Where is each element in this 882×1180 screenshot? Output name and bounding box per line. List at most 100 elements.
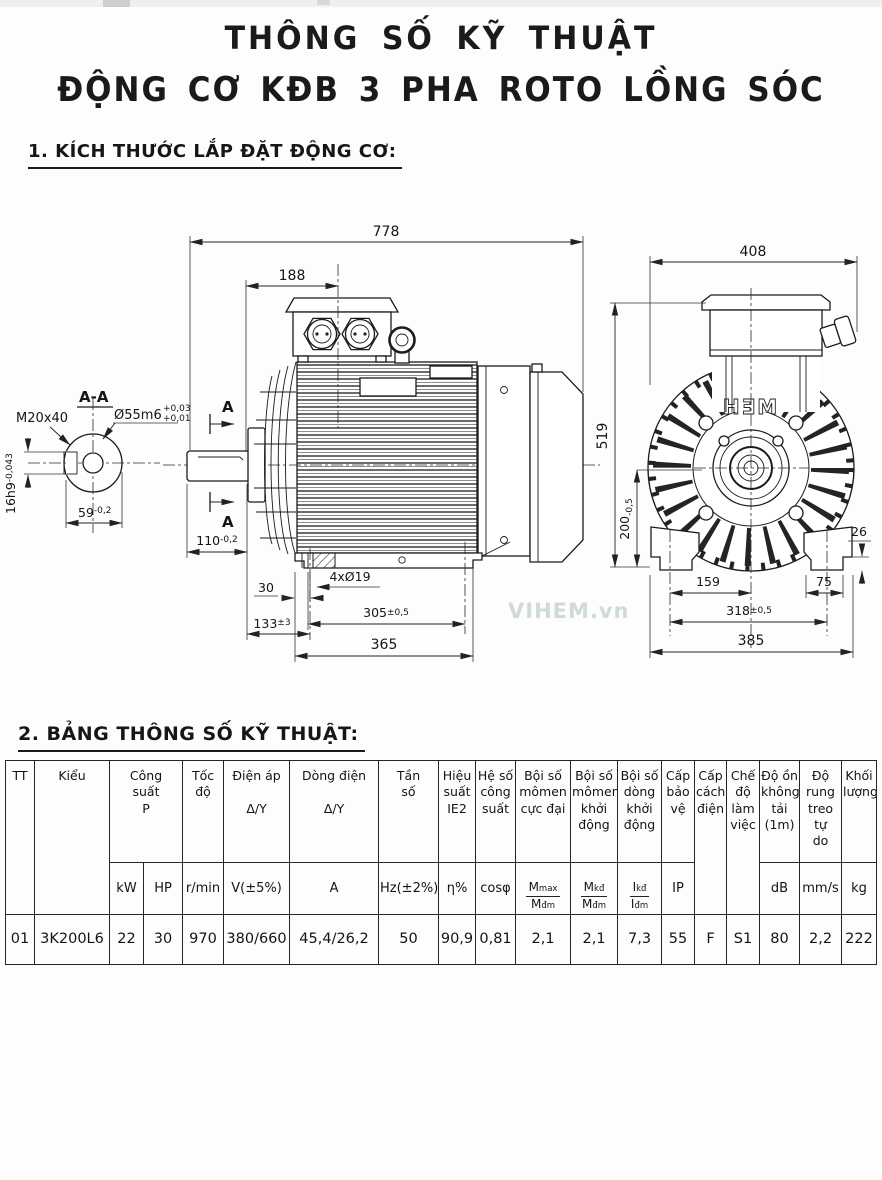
unit-efficiency: η% <box>438 862 477 915</box>
dim-base-length: 365 <box>371 637 398 653</box>
cell-kw: 22 <box>109 913 144 965</box>
front-end-shield <box>247 361 297 557</box>
section-label: A-A <box>79 388 109 406</box>
dim-overall-height: 519 <box>595 423 611 450</box>
col-header-start-torque-ratio: Bội số mômen khởi động <box>570 760 619 863</box>
unit-power-factor: cosφ <box>475 862 517 915</box>
section-mark-a-bottom: A <box>222 513 234 531</box>
cell-start-torque-ratio: 2,1 <box>570 913 619 965</box>
unit-kw: kW <box>109 862 144 915</box>
dim-hole-span: 305±0,5 <box>363 605 409 620</box>
scan-artifact <box>0 0 882 7</box>
cable-gland <box>303 317 341 351</box>
col-header-voltage: Điện áp Δ/Y <box>223 760 291 863</box>
col-header-frequency: Tần số <box>378 760 440 863</box>
installation-drawing: A-A M20x40 Ø55m6 +0,03 +0,01 16h9-0,043 <box>3 224 871 662</box>
col-header-tt: TT <box>5 760 35 915</box>
col-header-current: Dòng điện Δ/Y <box>289 760 380 863</box>
dim-pad-height: 26 <box>851 524 867 539</box>
dim-foot-center: 159 <box>696 574 720 589</box>
dim-foot-span: 318±0,5 <box>726 603 772 618</box>
cell-efficiency: 90,9 <box>438 913 477 965</box>
lifting-eye <box>388 326 416 364</box>
nameplate <box>359 377 417 397</box>
cell-frequency: 50 <box>378 913 440 965</box>
section2-heading: 2. BẢNG THÔNG SỐ KỸ THUẬT: <box>18 723 365 752</box>
title-line-1: THÔNG SỐ KỸ THUẬT <box>224 19 658 58</box>
scan-artifact <box>317 0 330 5</box>
col-header-weight: Khối lượng <box>841 760 878 863</box>
title-line-2: ĐỘNG CƠ KĐB 3 PHA ROTO LỒNG SÓC <box>57 70 825 110</box>
mounting-foot-right <box>803 526 853 571</box>
unit-max-torque-ratio: Mmax Mđm <box>515 862 572 915</box>
dim-base-width: 385 <box>738 633 765 649</box>
key-section <box>63 451 78 475</box>
cell-insulation: F <box>694 913 728 965</box>
terminal-box-rear <box>701 294 857 357</box>
unit-protection: IP <box>661 862 696 915</box>
dim-shaft-to-hole: 133±3 <box>253 616 290 631</box>
terminal-box-side <box>284 297 400 363</box>
cable-gland <box>341 317 379 351</box>
rear-housing <box>477 365 531 557</box>
col-header-power: Công suất P <box>108 760 184 863</box>
unit-start-current-ratio: Ikđ Iđm <box>617 862 663 915</box>
dim-key-height: 16h9-0,043 <box>3 453 18 514</box>
col-header-efficiency: Hiệu suất IE2 <box>438 760 477 863</box>
cell-weight: 222 <box>841 913 878 965</box>
unit-weight: kg <box>841 862 878 915</box>
foot-hole-hatch <box>312 552 336 569</box>
mounting-foot-left <box>650 526 700 571</box>
bolt-hole <box>698 415 714 431</box>
watermark: VIHEM.vn <box>508 599 630 623</box>
radial-fins <box>653 370 849 566</box>
col-header-power-factor: Hệ số công suất <box>475 760 517 863</box>
fraction-mmax-mdm: Mmax Mđm <box>525 880 561 912</box>
cable-gland-rear <box>819 315 857 348</box>
section-view-a-a: A-A M20x40 Ø55m6 +0,03 +0,01 16h9-0,043 <box>3 388 191 533</box>
dim-shaft-length: 110-0,2 <box>196 533 237 548</box>
dim-terminal-box-offset: 188 <box>279 268 306 284</box>
cell-voltage: 380/660 <box>223 913 291 965</box>
spec-table: TT Kiểu Công suất P Tốc độ Điện áp Δ/Y D… <box>5 760 878 965</box>
side-view-dimensions: 778 188 110-0,2 30 4xØ19 <box>186 224 584 662</box>
cell-power-factor: 0,81 <box>475 913 517 965</box>
cell-max-torque-ratio: 2,1 <box>515 913 572 965</box>
col-header-start-current-ratio: Bội số dòng khởi động <box>617 760 663 863</box>
shaft-diameter-label: Ø55m6 <box>114 408 162 423</box>
scan-artifact <box>103 0 130 7</box>
col-header-duty: Chế độ làm việc <box>726 760 761 915</box>
section1-heading: 1. KÍCH THƯỚC LẮP ĐẶT ĐỘNG CƠ: <box>28 141 403 169</box>
col-header-noise: Độ ồn không tải (1m) <box>759 760 801 863</box>
table-row: 01 3K200L6 22 30 970 380/660 45,4/26,2 5… <box>5 913 878 965</box>
unit-current: A <box>289 862 380 915</box>
col-header-max-torque-ratio: Bội số mômen cực đại <box>515 760 572 863</box>
dim-rear-width: 408 <box>740 244 767 260</box>
cell-protection: 55 <box>661 913 696 965</box>
bolt-hole <box>698 505 714 521</box>
col-header-speed: Tốc độ <box>182 760 225 863</box>
col-header-protection: Cấp bảo vệ <box>661 760 696 863</box>
cell-duty: S1 <box>726 913 761 965</box>
dim-shaft-center-height: 200-0,5 <box>617 498 635 539</box>
label-foot-holes: 4xØ19 <box>329 569 370 584</box>
tolerance-lower: +0,01 <box>163 414 191 424</box>
cell-model: 3K200L6 <box>34 913 110 965</box>
col-header-vibration: Độ rung treo tự do <box>799 760 843 863</box>
brand-logo: HƎM <box>723 395 779 419</box>
bolt-hole <box>788 415 804 431</box>
rear-view-dimensions: 408 519 200-0,5 159 75 318±0,5 <box>595 244 871 658</box>
cell-start-current-ratio: 7,3 <box>617 913 663 965</box>
dim-overall-length: 778 <box>373 224 400 240</box>
center-bore <box>82 452 104 474</box>
tolerance-upper: +0,03 <box>163 404 191 414</box>
unit-hp: HP <box>142 862 184 915</box>
page-title: THÔNG SỐ KỸ THUẬT ĐỘNG CƠ KĐB 3 PHA ROTO… <box>0 16 882 114</box>
dim-edge-to-hole: 30 <box>258 580 274 595</box>
side-view: A A 778 188 110-0,2 <box>163 224 630 662</box>
fan-cover-side <box>529 371 584 563</box>
cell-current: 45,4/26,2 <box>289 913 380 965</box>
section-plane-marks: A A <box>209 398 235 531</box>
section-mark-a-top: A <box>222 398 234 416</box>
